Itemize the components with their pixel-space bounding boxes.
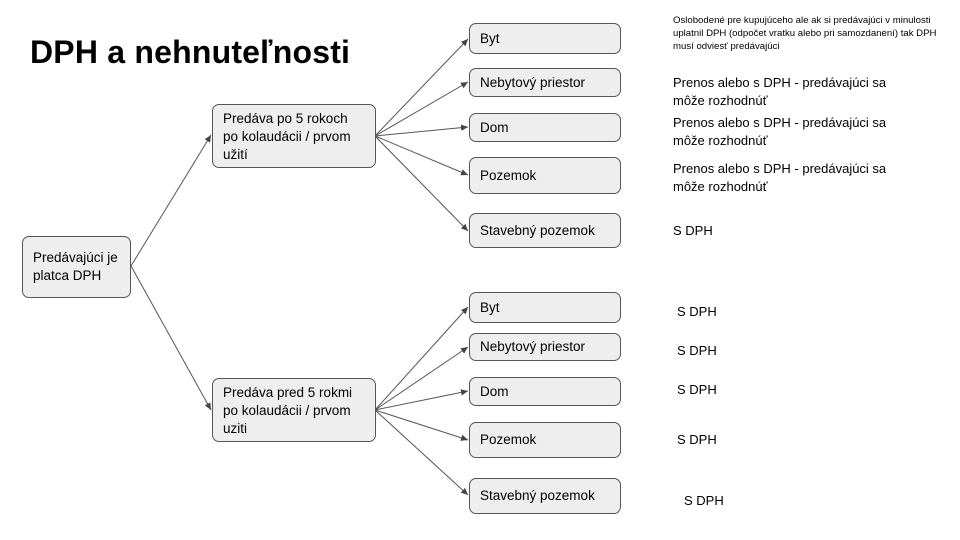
b2-item-byt: Byt: [469, 292, 621, 323]
b2-note-dom: S DPH: [677, 382, 717, 397]
arrow-b2-nebytovy: [374, 346, 469, 411]
arrow-root-to-branch-1: [130, 134, 212, 267]
b1-item-dom: Dom: [469, 113, 621, 142]
b1-note-pozemok: Prenos alebo s DPH - predávajúci sa môže…: [673, 161, 887, 194]
arrow-root-to-branch-2: [130, 265, 212, 411]
arrow-b2-stavebny: [374, 409, 469, 496]
b1-item-nebytovy-priestor: Nebytový priestor: [469, 68, 621, 97]
b2-item-stavebny-pozemok: Stavebný pozemok: [469, 478, 621, 514]
arrow-b2-dom: [374, 389, 469, 411]
page-title: DPH a nehnuteľnosti: [30, 34, 351, 70]
arrow-b1-dom: [374, 124, 469, 137]
b1-note-dom: Prenos alebo s DPH - predávajúci sa môže…: [673, 115, 887, 148]
branch-node-after-5-years: Predáva po 5 rokoch po kolaudácii / prvo…: [212, 104, 376, 168]
arrow-b1-stavebny: [374, 135, 469, 232]
b2-note-byt: S DPH: [677, 304, 717, 319]
b2-note-nebytovy-priestor: S DPH: [677, 343, 717, 358]
arrow-b1-nebytovy: [374, 81, 469, 137]
arrow-b1-pozemok: [374, 135, 469, 176]
b1-note-stavebny-pozemok: S DPH: [673, 223, 713, 238]
b1-item-stavebny-pozemok: Stavebný pozemok: [469, 213, 621, 248]
b2-item-pozemok: Pozemok: [469, 422, 621, 458]
b2-item-nebytovy-priestor: Nebytový priestor: [469, 333, 621, 361]
b2-item-dom: Dom: [469, 377, 621, 406]
b1-note-byt: Oslobodené pre kupujúceho ale ak si pred…: [673, 15, 937, 52]
arrow-b2-pozemok: [374, 409, 469, 441]
b1-note-nebytovy-priestor: Prenos alebo s DPH - predávajúci sa môže…: [673, 75, 887, 108]
b1-item-byt: Byt: [469, 23, 621, 54]
branch-node-before-5-years: Predáva pred 5 rokmi po kolaudácii / prv…: [212, 378, 376, 442]
b1-item-pozemok: Pozemok: [469, 157, 621, 194]
arrow-b2-byt: [374, 306, 469, 411]
arrow-b1-byt: [374, 38, 469, 137]
b2-note-pozemok: S DPH: [677, 432, 717, 447]
root-node: Predávajúci je platca DPH: [22, 236, 131, 298]
b2-note-stavebny-pozemok: S DPH: [684, 493, 724, 508]
